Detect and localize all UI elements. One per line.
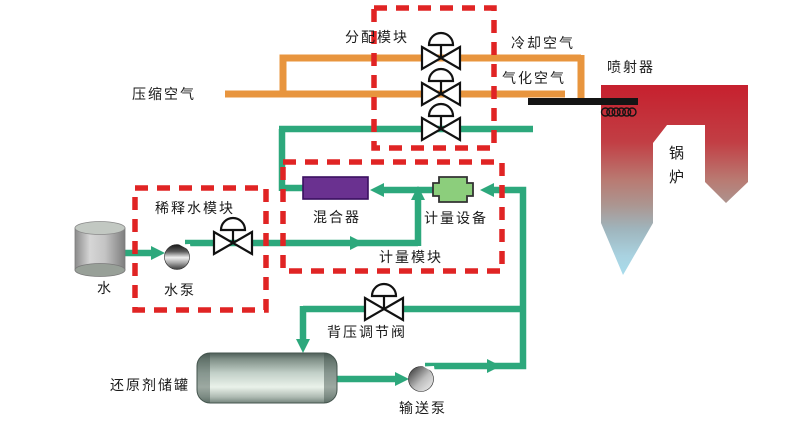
distribution-valve-cooling-air — [420, 31, 462, 71]
label-mixer: 混合器 — [313, 210, 361, 226]
compressed-air-lines — [225, 54, 585, 99]
label-metering-device: 计量设备 — [424, 211, 488, 227]
arrow-into-water-pump — [151, 246, 165, 260]
arrow-into-reagent-tank — [296, 339, 310, 353]
lance-coil-icon — [600, 107, 637, 117]
reagent-riser-line — [425, 186, 527, 370]
label-back-pressure-valve: 背压调节阀 — [327, 325, 407, 341]
label-distribution-module: 分配模块 — [345, 30, 409, 46]
injector-lance — [528, 98, 638, 105]
arrow-into-metering-device — [480, 183, 494, 197]
transfer-pump — [408, 366, 435, 392]
mixer-outlet-line — [278, 125, 533, 192]
reagent-tank — [196, 352, 338, 404]
label-transfer-pump: 输送泵 — [399, 401, 447, 417]
arrow-water-join-up — [411, 186, 425, 200]
label-gasification-air: 气化空气 — [502, 71, 566, 87]
water-pump — [164, 244, 191, 270]
dilution-water-module-boundary — [132, 185, 269, 313]
boiler-shape — [601, 85, 748, 275]
distribution-valve-gasification-air — [420, 67, 462, 107]
metering-module-boundary — [280, 159, 505, 274]
metering-device-block — [432, 176, 474, 203]
label-water: 水 — [97, 281, 113, 297]
label-cooling-air: 冷却空气 — [511, 36, 575, 52]
arrow-into-transfer-pump — [395, 372, 409, 386]
back-pressure-return-line — [299, 305, 520, 340]
arrow-water-line — [350, 236, 364, 250]
distribution-module-boundary — [371, 5, 497, 151]
dilution-water-valve — [212, 216, 254, 256]
label-dilution-water-module: 稀释水模块 — [155, 201, 235, 217]
mixer-block — [302, 176, 369, 200]
arrow-into-mixer — [370, 183, 384, 197]
water-tank-cylinder — [74, 221, 126, 277]
label-metering-module: 计量模块 — [379, 250, 443, 266]
label-boiler: 锅炉 — [667, 145, 685, 193]
arrow-riser-line — [487, 359, 501, 373]
back-pressure-valve-symbol — [363, 282, 405, 322]
label-water-pump: 水泵 — [164, 283, 196, 299]
label-injector: 喷射器 — [607, 60, 655, 76]
label-compressed-air: 压缩空气 — [132, 87, 196, 103]
distribution-valve-reagent — [420, 102, 462, 142]
label-reducing-agent-tank: 还原剂储罐 — [110, 378, 190, 394]
